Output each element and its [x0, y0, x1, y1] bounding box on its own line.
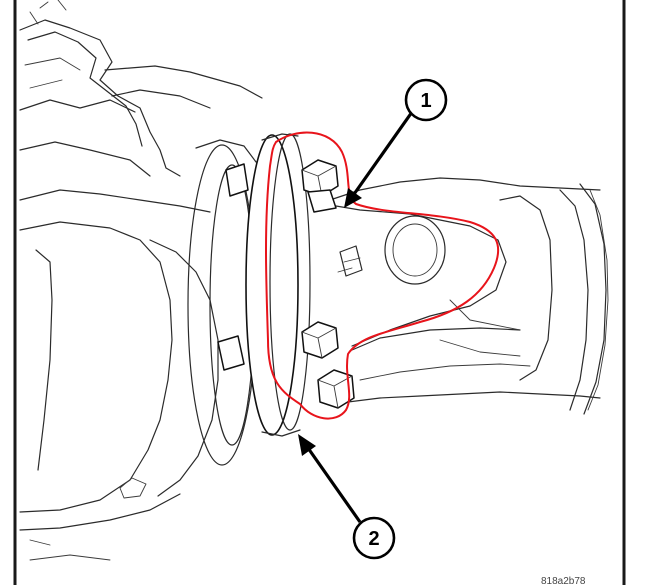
companion-drum — [19, 139, 257, 561]
callout-2-circle — [352, 516, 396, 560]
figure-id-label: 818a2b78 — [541, 576, 586, 585]
callout-2-number: 2 — [368, 528, 379, 550]
companion-studs — [217, 163, 249, 371]
callout-2-leader — [306, 447, 362, 523]
red-highlight-outline — [265, 131, 499, 420]
flange-disc — [245, 133, 311, 437]
differential-housing — [19, 0, 263, 213]
callout-1-number: 1 — [420, 90, 431, 112]
callout-2: 2 — [298, 434, 396, 560]
callout-2-arrowhead — [298, 434, 316, 456]
callout-1-arrowhead — [344, 188, 362, 208]
callout-1-leader — [350, 111, 414, 198]
flange-bolts — [301, 159, 355, 409]
driveshaft-yoke — [329, 177, 609, 415]
callout-1-circle — [404, 78, 448, 122]
figure-frame — [13, 0, 626, 585]
callout-1: 1 — [344, 78, 448, 208]
